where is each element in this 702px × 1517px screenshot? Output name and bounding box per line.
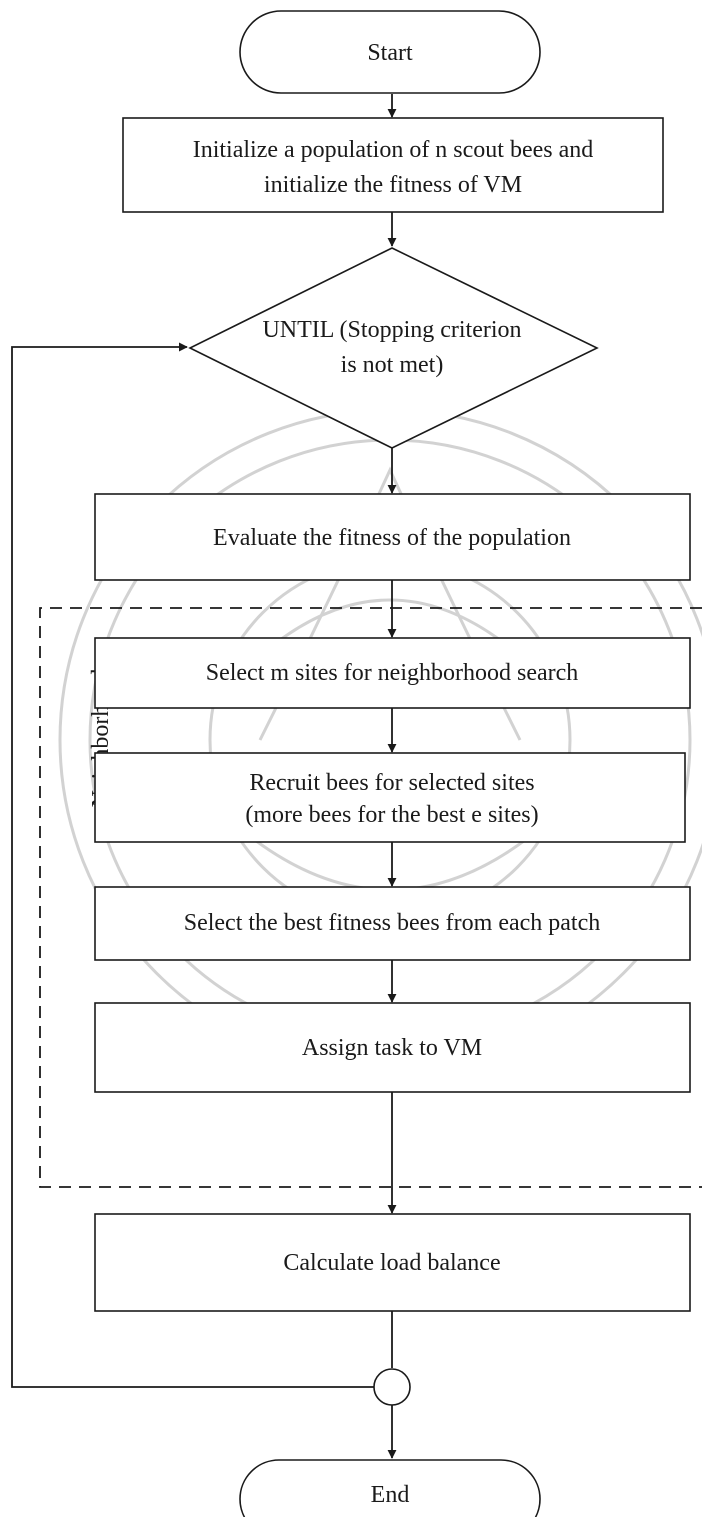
select-best-box <box>94 886 691 961</box>
init-box <box>122 117 664 213</box>
assign-label: Assign task to VM <box>302 1035 482 1061</box>
select-best-label: Select the best fitness bees from each p… <box>184 910 601 936</box>
recruit-box <box>94 752 686 843</box>
start-label: Start <box>367 40 413 66</box>
evaluate-box <box>94 493 691 581</box>
neighborhood-group-border <box>39 607 702 1188</box>
calculate-box <box>94 1213 691 1312</box>
junction-connector <box>373 1368 411 1406</box>
start-terminal <box>239 10 541 94</box>
end-terminal <box>239 1459 541 1517</box>
end-label: End <box>371 1482 410 1508</box>
init-label-line-2: initialize the fitness of VM <box>264 172 522 198</box>
select-sites-label: Select m sites for neighborhood search <box>206 660 579 686</box>
condition-label-line-2: is not met) <box>341 352 444 378</box>
condition-label-line-1: UNTIL (Stopping criterion <box>262 317 521 343</box>
calculate-label: Calculate load balance <box>283 1250 500 1276</box>
select-sites-box <box>94 637 691 709</box>
loop-back-arrow <box>11 342 374 1388</box>
recruit-label-line-1: Recruit bees for selected sites <box>249 770 534 796</box>
loop-condition-diamond <box>188 247 599 449</box>
init-label-line-1: Initialize a population of n scout bees … <box>193 137 594 163</box>
evaluate-label: Evaluate the fitness of the population <box>213 525 571 551</box>
assign-box <box>94 1002 691 1093</box>
recruit-label-line-2: (more bees for the best e sites) <box>245 802 538 828</box>
